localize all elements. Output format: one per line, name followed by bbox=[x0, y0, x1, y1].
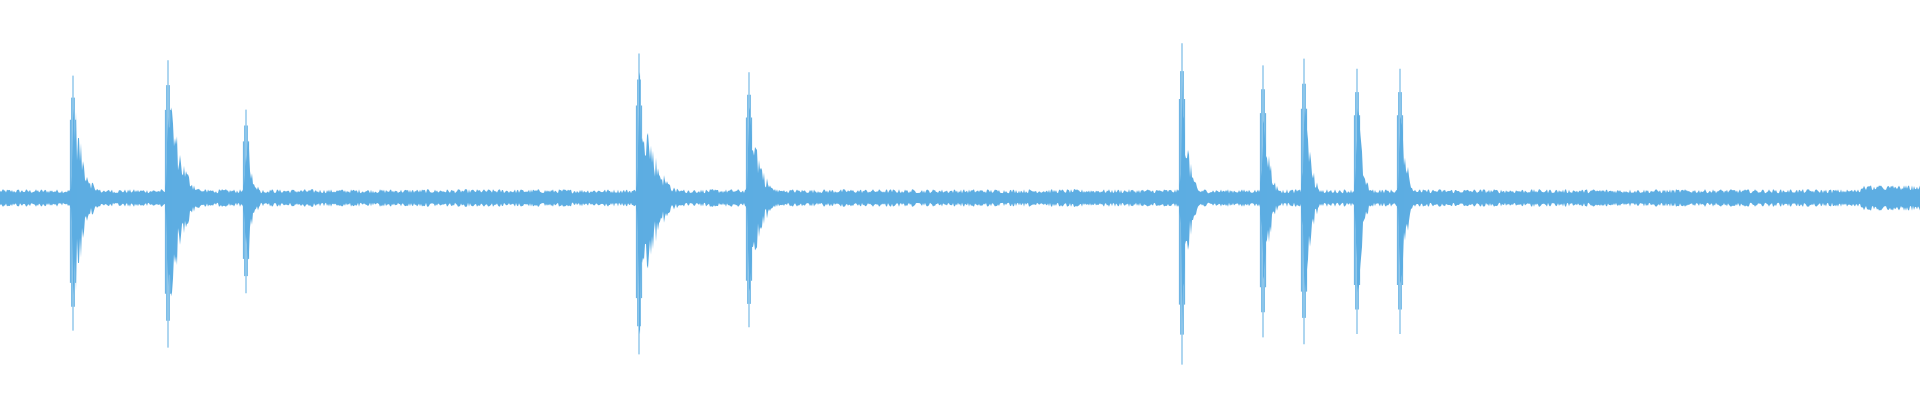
transient-group bbox=[69, 43, 1404, 365]
waveform-shape bbox=[0, 47, 1920, 360]
